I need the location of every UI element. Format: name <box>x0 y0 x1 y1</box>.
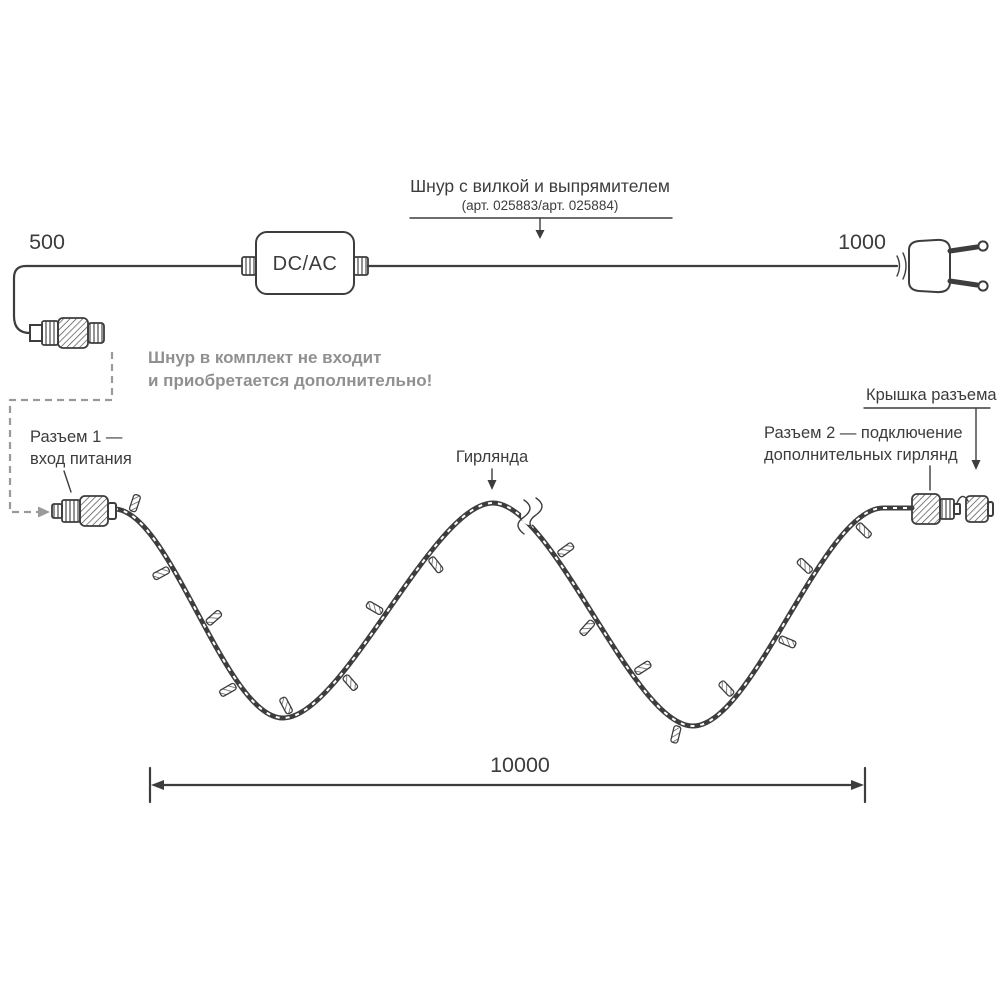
plug-pin-top <box>947 244 980 254</box>
dim-left-label: 500 <box>29 230 65 254</box>
plug-pin-bottom <box>947 278 980 288</box>
dashed-path <box>8 352 114 514</box>
cord-label-arrow-icon <box>535 230 545 239</box>
cord-subtitle: (арт. 025883/арт. 025884) <box>462 198 619 213</box>
dashed-arrow-icon <box>38 506 50 518</box>
power-cord: DC/AC <box>12 231 989 349</box>
garland-label: Гирлянда <box>456 448 529 466</box>
led-bulb <box>152 566 171 581</box>
connector1-label-group: Разъем 1 — вход питания <box>30 428 132 493</box>
cord-left-wire <box>12 264 244 318</box>
led-bulb <box>855 522 872 539</box>
cap-label-group: Крышка разъема <box>863 386 997 470</box>
led-bulb <box>670 725 682 744</box>
led-bulb <box>128 493 141 513</box>
led-bulb <box>718 680 735 697</box>
note: Шнур в комплект не входит и приобретаетс… <box>148 348 432 390</box>
garland <box>51 493 994 744</box>
led-bulb <box>205 609 223 626</box>
connector-cap <box>965 495 994 523</box>
break-squiggle-icon <box>517 497 543 535</box>
cap-label: Крышка разъема <box>866 386 997 404</box>
dimension-garland: 10000 <box>148 753 867 804</box>
led-bulb <box>579 619 596 637</box>
connector2-label-line1: Разъем 2 — подключение <box>764 424 963 442</box>
led-bulb <box>634 660 652 676</box>
dim-arrow-right-icon <box>851 780 864 790</box>
cord-coupler-right <box>353 256 369 276</box>
connector1-leader-line <box>63 470 72 493</box>
plug-pin-top-tip <box>977 240 989 252</box>
plug-pin-bottom-tip <box>977 280 989 292</box>
dashed-route <box>8 352 114 518</box>
garland-label-group: Гирлянда <box>456 448 529 490</box>
led-bulb <box>557 542 575 558</box>
connector1 <box>51 495 117 527</box>
garland-arrow-icon <box>487 480 497 490</box>
cap-arrow-icon <box>971 460 981 470</box>
cord-title: Шнур с вилкой и выпрямителем <box>410 176 670 196</box>
connector2 <box>911 493 969 525</box>
led-bulb <box>778 635 797 649</box>
led-bulb <box>365 600 384 616</box>
led-bulb <box>342 674 359 691</box>
note-line1: Шнур в комплект не входит <box>148 348 381 367</box>
cord-connector <box>12 314 105 349</box>
led-bulb <box>279 696 293 715</box>
garland-wire <box>111 500 915 729</box>
connector1-label-line1: Разъем 1 — <box>30 428 123 446</box>
connector1-label-line2: вход питания <box>30 450 132 468</box>
cord-label-group: Шнур с вилкой и выпрямителем (арт. 02588… <box>409 176 673 239</box>
connector2-label-line2: дополнительных гирлянд <box>764 446 958 464</box>
led-bulb <box>219 682 237 697</box>
note-line2: и приобретается дополнительно! <box>148 371 432 390</box>
led-bulbs <box>128 493 872 744</box>
dim-right-label: 1000 <box>838 230 886 254</box>
dim-garland-label: 10000 <box>490 753 550 777</box>
led-bulb <box>428 556 444 574</box>
converter-label: DC/AC <box>273 253 338 275</box>
led-bulb <box>796 557 814 574</box>
dim-arrow-left-icon <box>151 780 164 790</box>
cord-coupler-left <box>241 256 257 276</box>
connector2-label-group: Разъем 2 — подключение дополнительных ги… <box>764 424 963 491</box>
plug-icon <box>896 238 989 294</box>
